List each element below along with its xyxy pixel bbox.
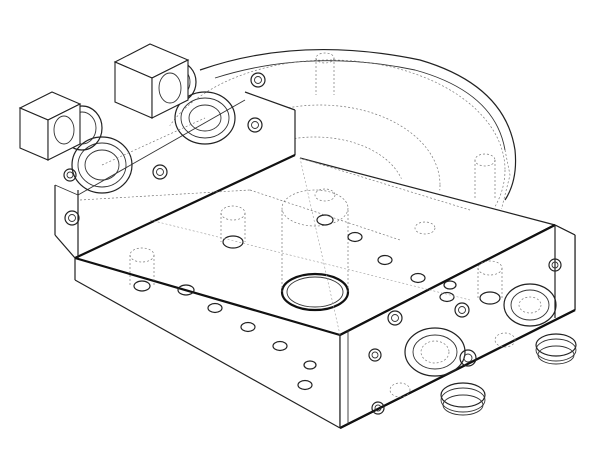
hidden-passages — [79, 117, 471, 336]
right-valve-fitting — [113, 43, 236, 145]
left-valve-fitting — [18, 91, 133, 194]
bottom-fittings — [440, 333, 577, 416]
front-left-top-edge — [74, 256, 341, 337]
raised-mounting-pad — [54, 90, 296, 259]
top-face-holes — [129, 52, 503, 391]
right-face-ports — [339, 224, 576, 429]
pad-bolts — [63, 72, 266, 226]
